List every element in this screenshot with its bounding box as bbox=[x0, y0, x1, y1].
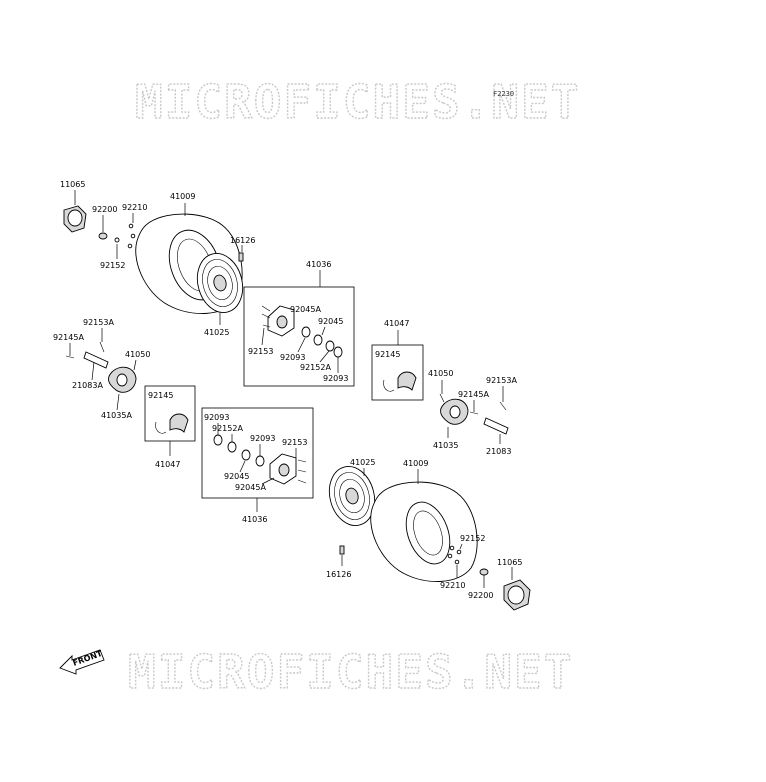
nut-92152-lower bbox=[456, 549, 462, 555]
cap-nut-11065-upper bbox=[63, 205, 87, 233]
label-92093b-lower: 92093 bbox=[250, 434, 275, 443]
label-92152-upper: 92152 bbox=[100, 261, 125, 270]
rim-41025-lower bbox=[328, 466, 376, 526]
label-11065-upper: 11065 bbox=[60, 180, 85, 189]
seal-92093b-lower bbox=[255, 455, 265, 467]
label-92153-lower: 92153 bbox=[282, 438, 307, 447]
label-92153-upper: 92153 bbox=[248, 347, 273, 356]
hub-41036-upper bbox=[261, 305, 295, 337]
valve-16126-upper bbox=[238, 252, 244, 262]
brake-shoes-upper bbox=[383, 371, 417, 392]
label-11065-lower: 11065 bbox=[497, 558, 522, 567]
label-92145A-left: 92145A bbox=[53, 333, 84, 342]
front-direction-arrow: FRONT bbox=[59, 649, 105, 675]
brake-panel-41035 bbox=[440, 398, 469, 425]
oil-seal-92093-upper bbox=[301, 326, 311, 338]
brake-box-41047-upper bbox=[371, 344, 424, 401]
label-92093b-upper: 92093 bbox=[323, 374, 348, 383]
stud-92210-lower bbox=[454, 559, 460, 565]
label-41035: 41035 bbox=[433, 441, 458, 450]
watermark-top: MICROFICHES.NET bbox=[135, 75, 580, 129]
label-92152A-upper: 92152A bbox=[300, 363, 331, 372]
label-92093-lower: 92093 bbox=[204, 413, 229, 422]
label-41047-left: 41047 bbox=[155, 460, 180, 469]
figure-code: F2230 bbox=[493, 90, 514, 98]
label-92200-upper: 92200 bbox=[92, 205, 117, 214]
label-41036-lower: 41036 bbox=[242, 515, 267, 524]
bearing-92045-lower bbox=[241, 449, 251, 461]
rim-41025-upper bbox=[196, 253, 244, 313]
label-92093-upper: 92093 bbox=[280, 353, 305, 362]
label-16126-upper: 16126 bbox=[230, 236, 255, 245]
label-92153A-right: 92153A bbox=[486, 376, 517, 385]
label-41035A: 41035A bbox=[101, 411, 132, 420]
label-41036-upper: 41036 bbox=[306, 260, 331, 269]
label-92153A-left: 92153A bbox=[83, 318, 114, 327]
label-41050-right: 41050 bbox=[428, 369, 453, 378]
label-92045-lower: 92045 bbox=[224, 472, 249, 481]
washer-92200-lower bbox=[479, 568, 489, 576]
label-92145-upper: 92145 bbox=[375, 350, 400, 359]
cam-lever-21083A bbox=[83, 351, 109, 369]
label-92045A-upper: 92045A bbox=[290, 305, 321, 314]
label-41025-upper: 41025 bbox=[204, 328, 229, 337]
hub-box-41036-lower bbox=[201, 407, 314, 499]
label-41047-upper: 41047 bbox=[384, 319, 409, 328]
brake-shoes-left bbox=[155, 413, 189, 434]
spacer-92152A-lower bbox=[227, 441, 237, 453]
washer-92200-upper bbox=[98, 232, 108, 240]
seal-92093-lower bbox=[213, 434, 223, 446]
label-92210-lower: 92210 bbox=[440, 581, 465, 590]
label-21083: 21083 bbox=[486, 447, 511, 456]
label-92145-left: 92145 bbox=[148, 391, 173, 400]
cam-lever-21083 bbox=[483, 417, 509, 435]
label-41009-lower: 41009 bbox=[403, 459, 428, 468]
bearing-92045-upper bbox=[313, 334, 323, 346]
label-92045-upper: 92045 bbox=[318, 317, 343, 326]
label-92145A-right: 92145A bbox=[458, 390, 489, 399]
brake-panel-41035A bbox=[108, 366, 137, 393]
hub-41036-lower bbox=[269, 453, 307, 485]
watermark-bottom: MICROFICHES.NET bbox=[128, 645, 573, 699]
label-41025-lower: 41025 bbox=[350, 458, 375, 467]
label-41009-upper: 41009 bbox=[170, 192, 195, 201]
label-92200-lower: 92200 bbox=[468, 591, 493, 600]
hub-box-41036-upper bbox=[243, 286, 355, 387]
label-21083A: 21083A bbox=[72, 381, 103, 390]
spacer-92152A-upper bbox=[325, 340, 335, 352]
cap-nut-11065-lower bbox=[503, 579, 531, 611]
label-16126-lower: 16126 bbox=[326, 570, 351, 579]
seal-92093b-upper bbox=[333, 346, 343, 358]
label-92210-upper: 92210 bbox=[122, 203, 147, 212]
label-41050-left: 41050 bbox=[125, 350, 150, 359]
label-92152A-lower: 92152A bbox=[212, 424, 243, 433]
nut-92152-upper bbox=[114, 237, 120, 243]
label-92152-lower: 92152 bbox=[460, 534, 485, 543]
valve-16126-lower bbox=[339, 545, 345, 555]
tire-41009-lower bbox=[370, 481, 478, 582]
label-92045A-lower: 92045A bbox=[235, 483, 266, 492]
